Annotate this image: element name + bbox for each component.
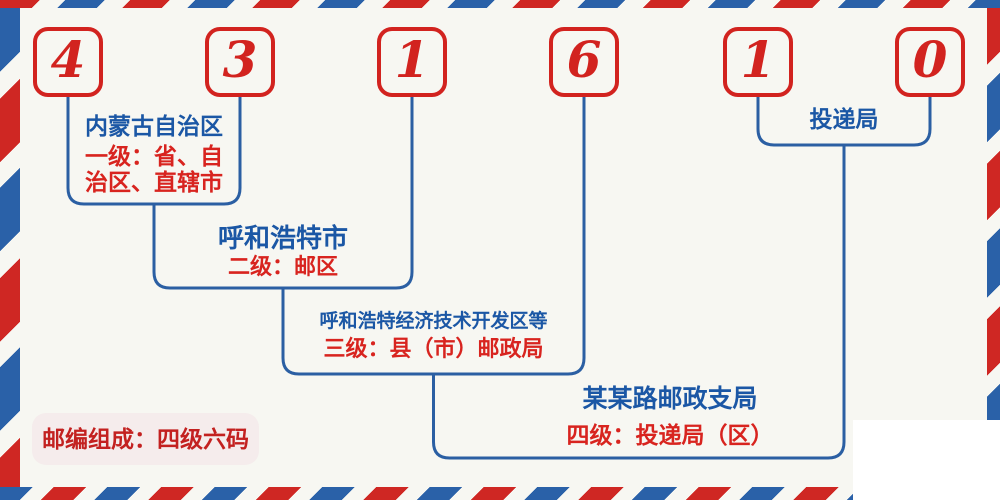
postal-digit-box-5: 1	[723, 27, 793, 97]
postal-digit: 3	[222, 30, 258, 89]
level2-label: 呼和浩特市 二级：邮区	[154, 224, 412, 279]
bracket-level4	[432, 145, 846, 460]
level4-label: 某某路邮政支局 四级：投递局（区）	[480, 386, 860, 448]
postal-digit: 6	[566, 30, 602, 89]
postal-digit: 1	[394, 30, 430, 89]
level3-label: 呼和浩特经济技术开发区等 三级：县（市）邮政局	[283, 311, 584, 361]
level4-rule-text: 四级：投递局（区）	[566, 422, 774, 448]
postal-digit-box-3: 1	[377, 27, 447, 97]
corner-white-patch	[853, 420, 1000, 500]
airmail-border-left	[0, 8, 20, 487]
composition-note-badge: 邮编组成：四级六码	[32, 413, 259, 465]
delivery-office-text: 投递局	[809, 106, 879, 132]
level1-region-name: 内蒙古自治区	[85, 113, 223, 139]
postal-digit: 1	[740, 30, 776, 89]
level3-region-name: 呼和浩特经济技术开发区等	[319, 311, 548, 332]
delivery-office-label: 投递局	[758, 106, 930, 132]
airmail-border-top	[0, 0, 1000, 8]
airmail-border-bottom	[0, 487, 1000, 500]
postal-digit: 0	[912, 30, 948, 89]
level2-rule-text: 二级：邮区	[227, 254, 338, 279]
postal-digit-box-2: 3	[205, 27, 275, 97]
level2-region-name: 呼和浩特市	[217, 223, 348, 253]
level4-region-name: 某某路邮政支局	[582, 385, 758, 413]
level3-rule-text: 三级：县（市）邮政局	[323, 336, 544, 361]
postal-digit-box-1: 4	[33, 27, 103, 97]
level1-rule-text: 一级：省、自治区、直辖市	[85, 143, 223, 195]
postal-digit-box-6: 0	[895, 27, 965, 97]
postal-digit-box-4: 6	[549, 27, 619, 97]
bracket-delivery-office	[756, 97, 932, 147]
postal-digit: 4	[50, 30, 86, 89]
level1-label: 内蒙古自治区 一级：省、自治区、直辖市	[68, 113, 240, 195]
airmail-border-right	[987, 8, 1000, 487]
